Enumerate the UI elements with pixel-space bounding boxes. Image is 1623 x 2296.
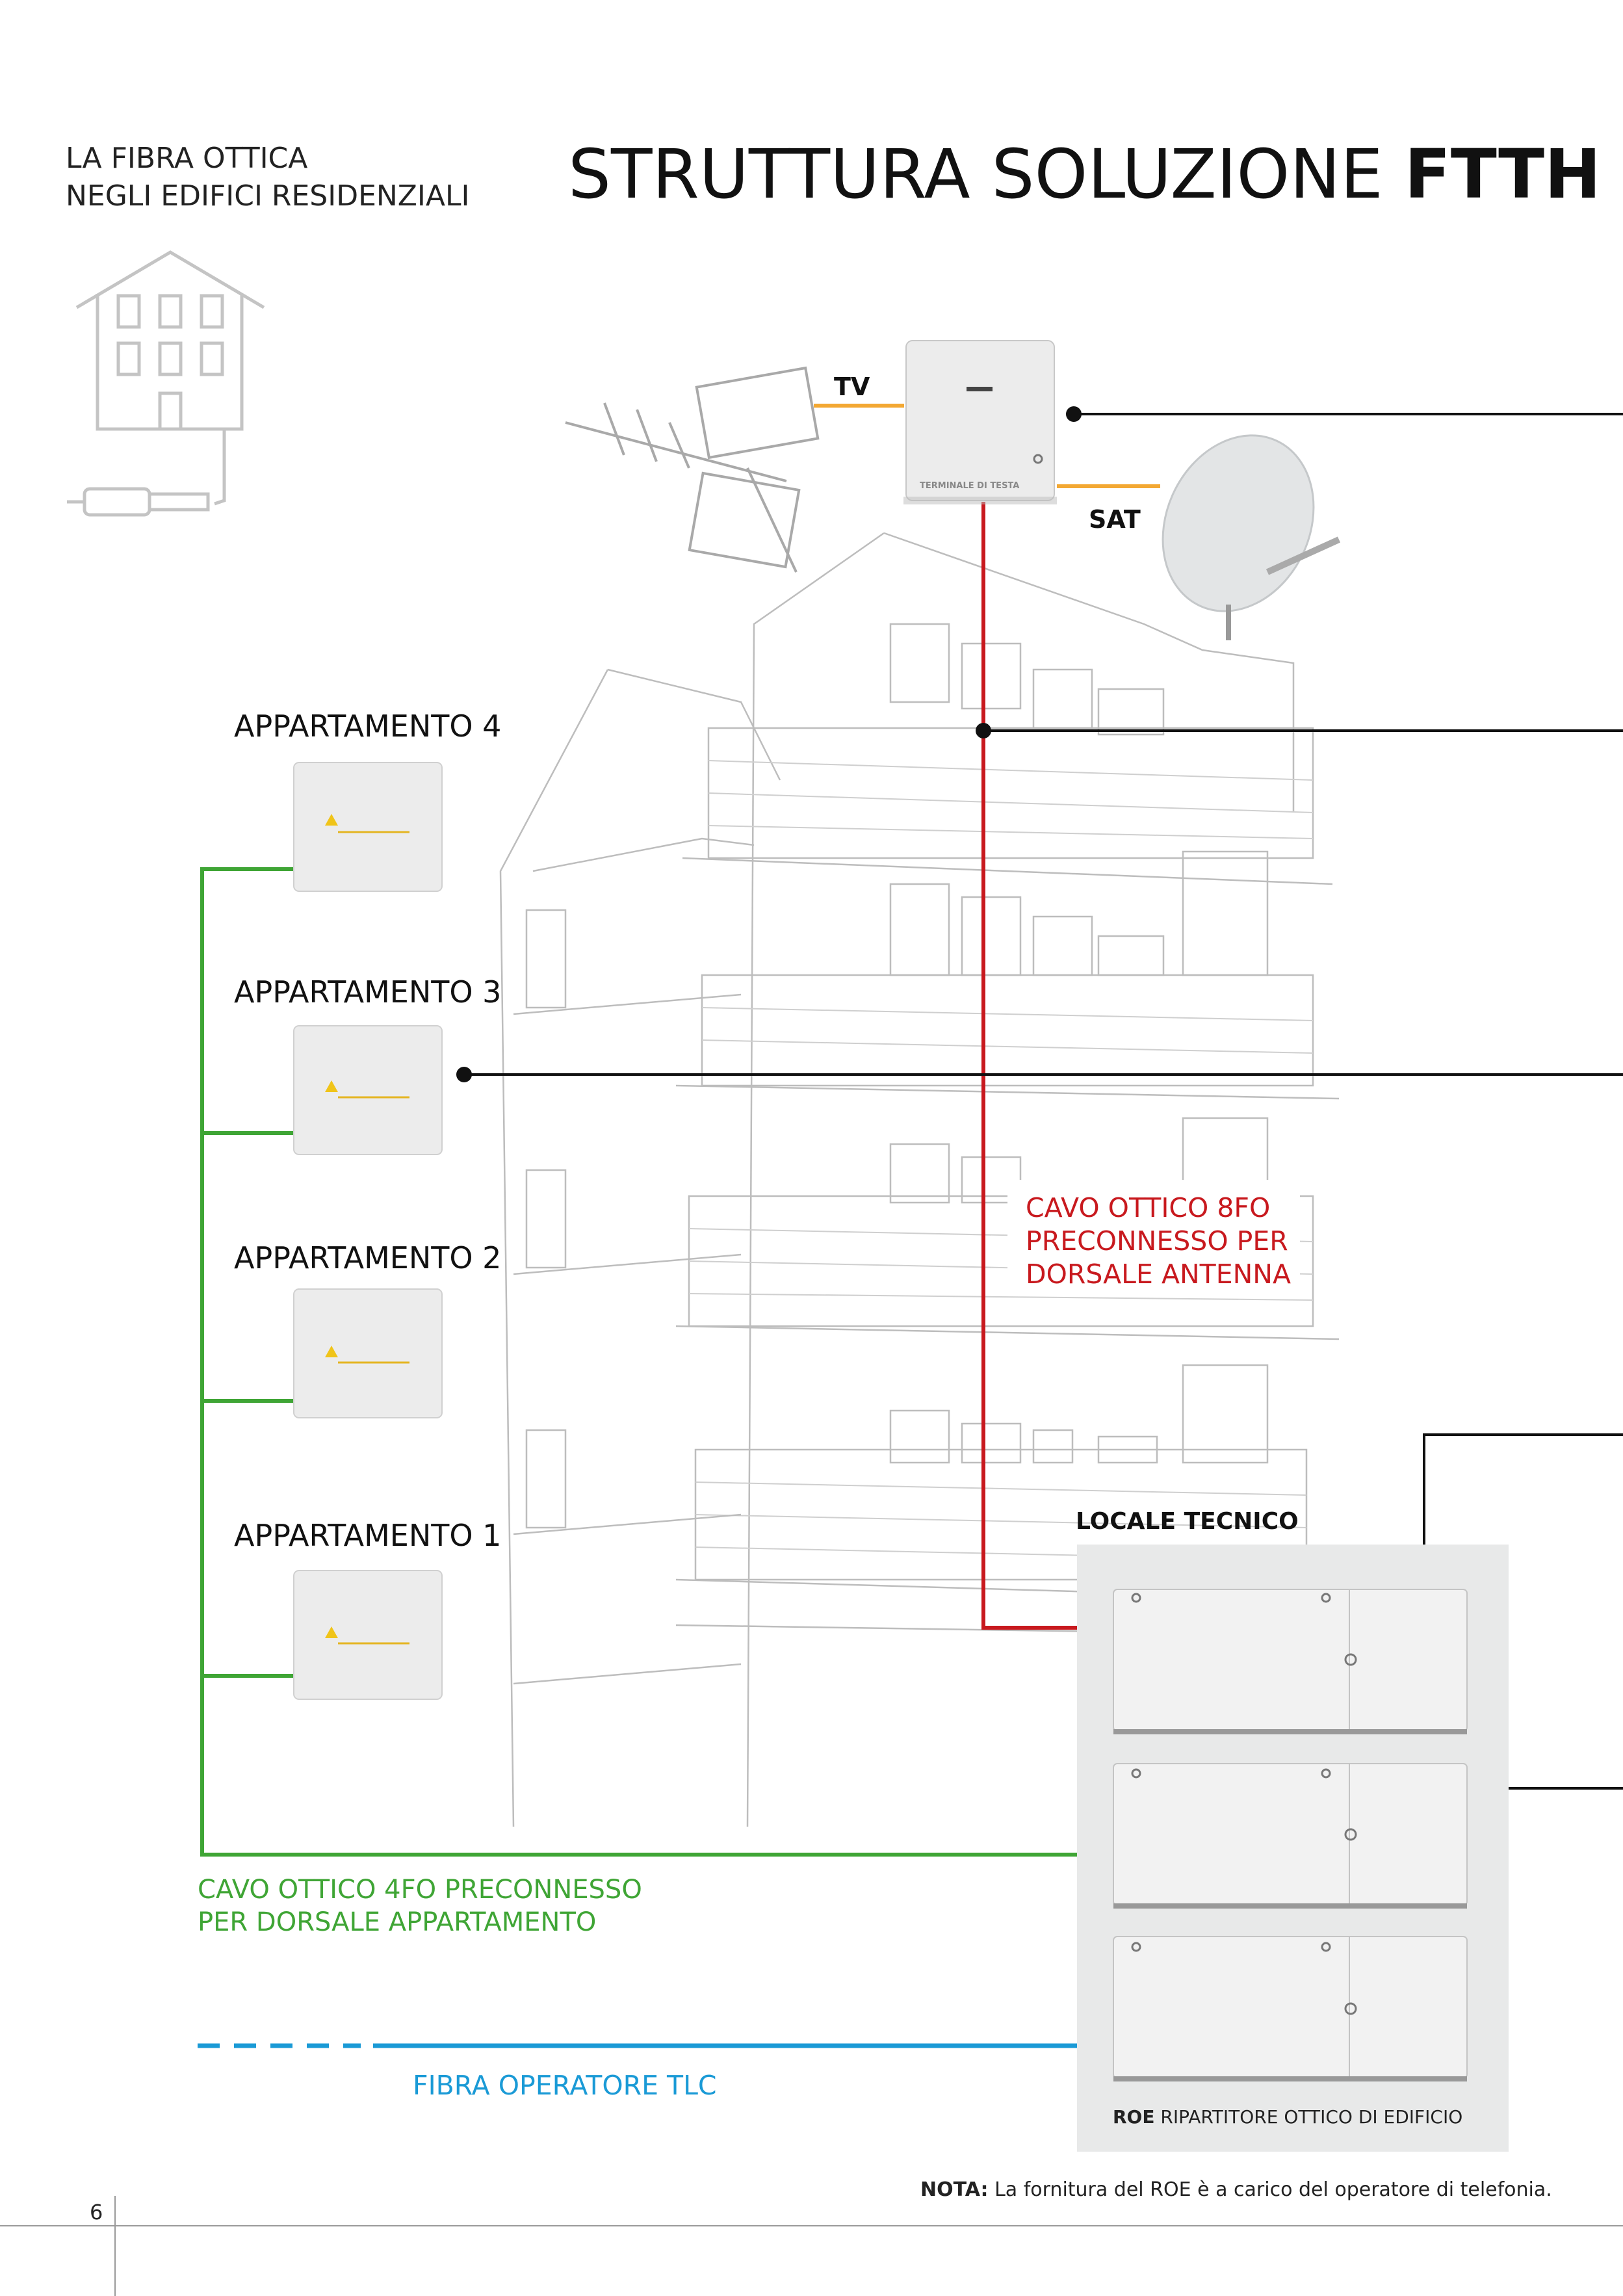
svg-text:CAVO OTTICO 8FO: CAVO OTTICO 8FO xyxy=(1026,1192,1270,1223)
tv-label: TV xyxy=(834,372,870,401)
callout-dot xyxy=(1066,406,1082,422)
page-title: STRUTTURA SOLUZIONE FTTH xyxy=(568,135,1601,214)
footnote: NOTA: La fornitura del ROE è a carico de… xyxy=(920,2178,1552,2201)
locale-tecnico-label: LOCALE TECNICO xyxy=(1076,1508,1299,1535)
tv-antenna-icon xyxy=(565,366,820,573)
apartment-1: APPARTAMENTO 1 xyxy=(234,1518,501,1700)
apartment-label: APPARTAMENTO 2 xyxy=(234,1240,501,1275)
blue-fiber-label: FIBRA OPERATORE TLC xyxy=(413,2070,717,2101)
roe-caption: ROE RIPARTITORE OTTICO DI EDIFICIO xyxy=(1113,2106,1462,2128)
svg-text:PER DORSALE APPARTAMENTO: PER DORSALE APPARTAMENTO xyxy=(198,1907,596,1937)
apartment-2: APPARTAMENTO 2 xyxy=(234,1240,501,1418)
building-illustration xyxy=(499,532,1340,1827)
apartment-3: APPARTAMENTO 3 xyxy=(234,974,501,1155)
apartment-label: APPARTAMENTO 1 xyxy=(234,1518,501,1553)
red-cable-label: CAVO OTTICO 8FO PRECONNESSO PER DORSALE … xyxy=(1026,1192,1291,1290)
terminale-di-testa: TERMINALE DI TESTA xyxy=(903,340,1057,504)
apartment-label: APPARTAMENTO 3 xyxy=(234,974,501,1010)
green-cable xyxy=(200,867,1115,1857)
section-subtitle: NEGLI EDIFICI RESIDENZIALI xyxy=(66,179,470,213)
page-number: 6 xyxy=(90,2200,103,2224)
house-icon xyxy=(67,250,265,517)
callout-dot xyxy=(976,723,991,738)
apartment-label: APPARTAMENTO 4 xyxy=(234,709,501,744)
satellite-dish-icon xyxy=(1162,434,1341,640)
svg-text:DORSALE ANTENNA: DORSALE ANTENNA xyxy=(1026,1259,1291,1290)
section-subtitle: LA FIBRA OTTICA xyxy=(66,142,307,175)
svg-text:TERMINALE DI TESTA: TERMINALE DI TESTA xyxy=(920,481,1019,491)
green-cable-label: CAVO OTTICO 4FO PRECONNESSO PER DORSALE … xyxy=(198,1875,642,1937)
apartment-4: APPARTAMENTO 4 xyxy=(234,709,501,892)
red-cable xyxy=(981,502,1115,1630)
roe-units xyxy=(1113,1589,1468,2081)
callout-dot xyxy=(456,1067,472,1082)
svg-text:CAVO OTTICO 4FO PRECONNESSO: CAVO OTTICO 4FO PRECONNESSO xyxy=(198,1875,642,1905)
svg-text:PRECONNESSO PER: PRECONNESSO PER xyxy=(1026,1225,1288,1257)
sat-label: SAT xyxy=(1089,505,1141,534)
